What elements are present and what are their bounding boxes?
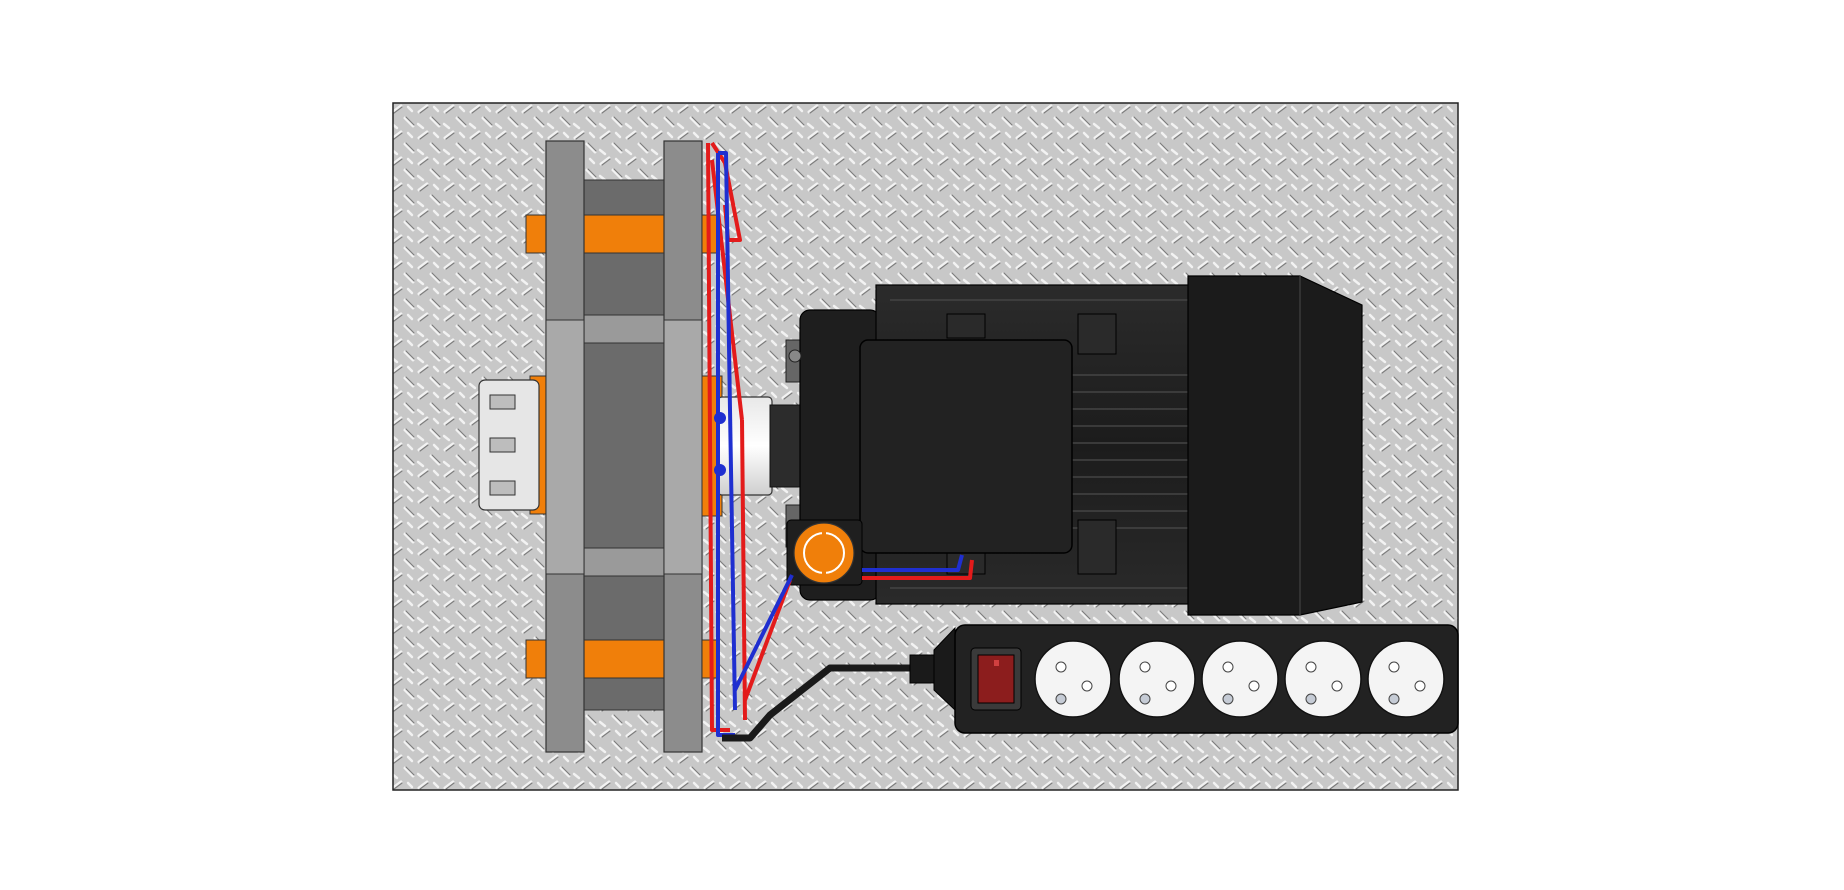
power-strip-outlet: [1118, 640, 1196, 718]
gear-frame: [478, 140, 723, 753]
power-strip-outlet: [1034, 640, 1112, 718]
electric-motor: [788, 275, 1363, 616]
power-strip-outlet: [1284, 640, 1362, 718]
power-strip-outlet: [1367, 640, 1445, 718]
power-strip-outlet: [1201, 640, 1279, 718]
emergency-stop-button: [786, 519, 863, 586]
power-strip: [722, 624, 1459, 742]
